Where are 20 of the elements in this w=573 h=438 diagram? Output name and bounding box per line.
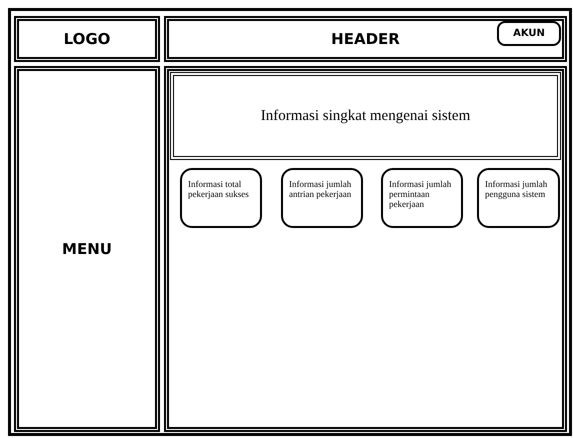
info-card — [281, 168, 363, 228]
label-text: Informasi jumlah permintaan pekerjaan — [389, 180, 452, 210]
info-card — [381, 168, 463, 228]
info-panel — [170, 72, 561, 160]
account-button — [497, 21, 561, 46]
label-text: LOGO — [64, 30, 110, 48]
layout-panel — [14, 16, 160, 62]
page-frame — [8, 8, 572, 436]
info-card — [180, 168, 262, 228]
label-text: Informasi jumlah pengguna sistem — [485, 180, 548, 200]
content-panel — [164, 66, 567, 432]
layout-panel — [164, 16, 567, 62]
label-text: MENU — [62, 240, 112, 258]
label-text: Informasi singkat mengenai sistem — [260, 108, 470, 124]
label-text: Informasi total pekerjaan sukses — [188, 180, 250, 200]
label-text: HEADER — [331, 30, 400, 48]
label-text: Informasi jumlah antrian pekerjaan — [289, 180, 352, 200]
layout-panel — [14, 66, 160, 432]
info-card — [477, 168, 560, 228]
label-text: AKUN — [513, 28, 545, 39]
